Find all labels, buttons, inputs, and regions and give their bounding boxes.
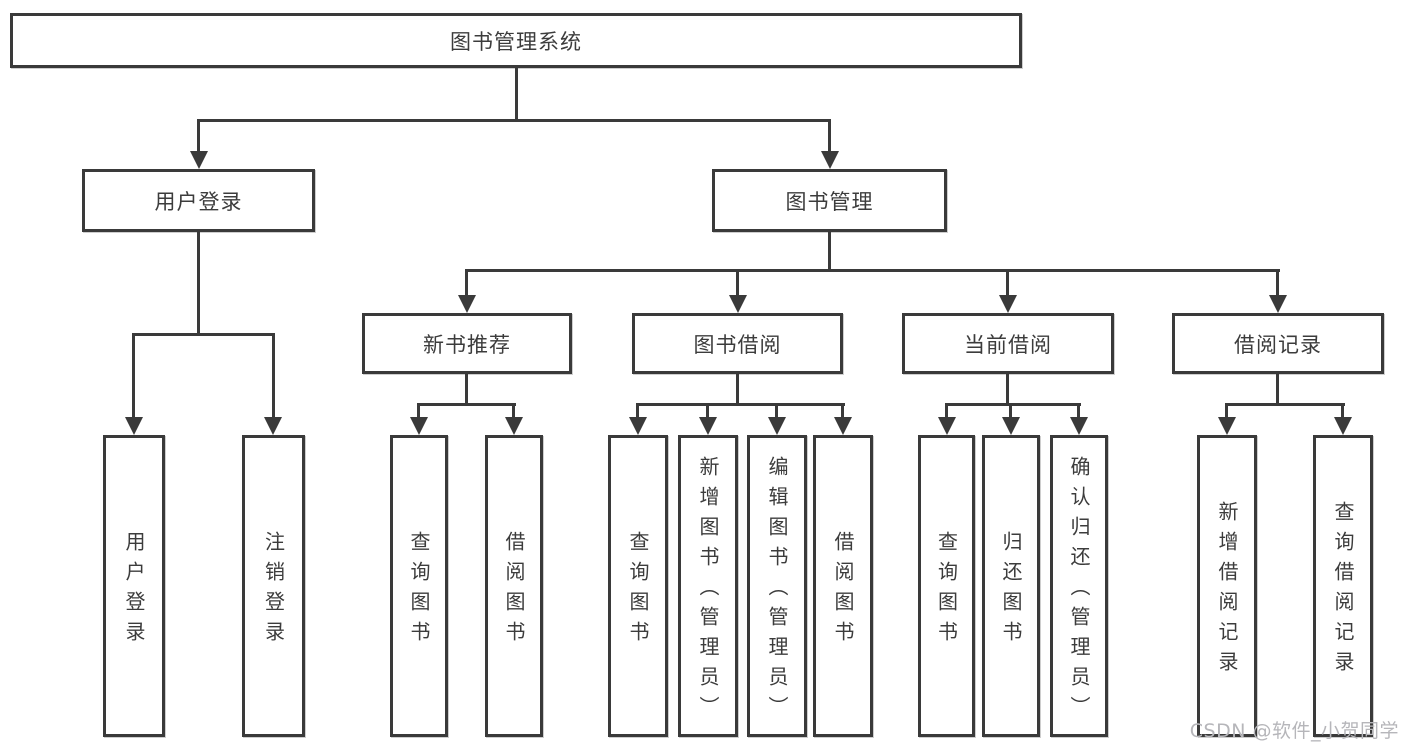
leaf-borrow-book: 借阅图书 xyxy=(813,435,873,737)
leaf-return-book: 归还图书 xyxy=(982,435,1040,737)
leaf-label: 借阅图书 xyxy=(831,531,855,651)
node-user-login: 用户登录 xyxy=(82,169,315,232)
leaf-logout: 注销登录 xyxy=(242,435,305,737)
leaf-label: 新增借阅记录 xyxy=(1215,501,1239,681)
arrow-down-icon xyxy=(999,295,1017,313)
leaf-new-books-query: 查询图书 xyxy=(390,435,448,737)
leaf-label: 归还图书 xyxy=(999,531,1023,651)
connector-drop-new-books xyxy=(465,269,468,297)
leaf-label: 编辑图书（管理员） xyxy=(765,456,789,726)
arrow-down-icon xyxy=(768,417,786,435)
connector-drop-login xyxy=(132,333,135,417)
connector-new-books-rail xyxy=(417,403,516,406)
connector-drop xyxy=(1077,403,1080,419)
arrow-down-icon xyxy=(1269,295,1287,313)
leaf-new-books-borrow: 借阅图书 xyxy=(485,435,543,737)
connector-drop-book-management xyxy=(828,119,831,153)
connector-drop xyxy=(775,403,778,419)
connector-drop xyxy=(512,403,515,419)
connector-drop-book-borrow xyxy=(736,269,739,297)
connector-current-borrow-rail xyxy=(945,403,1081,406)
connector-book-borrow-rail xyxy=(636,403,845,406)
connector-drop-user-login xyxy=(197,119,200,153)
arrow-down-icon xyxy=(125,417,143,435)
arrow-down-icon xyxy=(629,417,647,435)
node-label: 当前借阅 xyxy=(964,332,1052,357)
connector-user-login-rail xyxy=(132,333,275,336)
connector-level3-rail xyxy=(465,269,1280,272)
connector-drop-logout xyxy=(272,333,275,417)
connector-book-management-trunk xyxy=(828,232,831,270)
node-label: 借阅记录 xyxy=(1234,332,1322,357)
leaf-label: 用户登录 xyxy=(122,531,146,651)
leaf-label: 借阅图书 xyxy=(502,531,526,651)
connector-user-login-trunk xyxy=(197,232,200,335)
leaf-label: 确认归还（管理员） xyxy=(1067,456,1091,726)
arrow-down-icon xyxy=(1002,417,1020,435)
connector-book-borrow-trunk xyxy=(736,374,739,405)
csdn-watermark: CSDN @软件_小贺同学 xyxy=(1189,720,1399,742)
connector-borrow-records-trunk xyxy=(1276,374,1279,405)
connector-drop xyxy=(706,403,709,419)
node-book-borrow: 图书借阅 xyxy=(632,313,843,374)
connector-drop xyxy=(1009,403,1012,419)
leaf-user-login: 用户登录 xyxy=(103,435,165,737)
node-label: 图书管理 xyxy=(785,189,874,214)
leaf-label: 新增图书（管理员） xyxy=(696,456,720,726)
leaf-label: 查询借阅记录 xyxy=(1331,501,1355,681)
connector-drop xyxy=(945,403,948,419)
node-label: 新书推荐 xyxy=(423,332,511,357)
arrow-down-icon xyxy=(264,417,282,435)
connector-root-trunk xyxy=(515,68,518,120)
leaf-confirm-return-admin: 确认归还（管理员） xyxy=(1050,435,1108,737)
connector-drop xyxy=(417,403,420,419)
connector-drop xyxy=(1341,403,1344,419)
node-library-management-system: 图书管理系统 xyxy=(10,13,1022,68)
connector-new-books-trunk xyxy=(465,374,468,405)
arrow-down-icon xyxy=(834,417,852,435)
leaf-borrow-query: 查询图书 xyxy=(608,435,668,737)
connector-borrow-records-rail xyxy=(1225,403,1345,406)
leaf-current-query: 查询图书 xyxy=(918,435,975,737)
node-new-books: 新书推荐 xyxy=(362,313,572,374)
leaf-label: 查询图书 xyxy=(934,531,959,651)
arrow-down-icon xyxy=(410,417,428,435)
node-label: 图书借阅 xyxy=(693,332,782,357)
connector-level2-rail xyxy=(197,119,831,122)
leaf-borrow-add-book-admin: 新增图书（管理员） xyxy=(678,435,738,737)
connector-drop-borrow-records xyxy=(1276,269,1279,297)
arrow-down-icon xyxy=(729,295,747,313)
connector-current-borrow-trunk xyxy=(1006,374,1009,405)
leaf-label: 查询图书 xyxy=(626,531,650,651)
arrow-down-icon xyxy=(1334,417,1352,435)
node-borrow-records: 借阅记录 xyxy=(1172,313,1384,374)
node-current-borrow: 当前借阅 xyxy=(902,313,1114,374)
connector-drop xyxy=(636,403,639,419)
connector-drop xyxy=(1225,403,1228,419)
connector-drop-current-borrow xyxy=(1006,269,1009,297)
connector-drop xyxy=(841,403,844,419)
node-book-management: 图书管理 xyxy=(712,169,947,232)
leaf-query-borrow-record: 查询借阅记录 xyxy=(1313,435,1373,737)
leaf-add-borrow-record: 新增借阅记录 xyxy=(1197,435,1257,737)
leaf-label: 注销登录 xyxy=(261,531,286,651)
node-label: 用户登录 xyxy=(154,189,243,214)
arrow-down-icon xyxy=(505,417,523,435)
leaf-borrow-edit-book-admin: 编辑图书（管理员） xyxy=(747,435,807,737)
arrow-down-icon xyxy=(1218,417,1236,435)
arrow-down-icon xyxy=(938,417,956,435)
arrow-down-icon xyxy=(699,417,717,435)
leaf-label: 查询图书 xyxy=(407,531,431,651)
arrow-down-icon xyxy=(821,151,839,169)
arrow-down-icon xyxy=(1070,417,1088,435)
arrow-down-icon xyxy=(190,151,208,169)
node-label: 图书管理系统 xyxy=(450,29,582,54)
arrow-down-icon xyxy=(458,295,476,313)
